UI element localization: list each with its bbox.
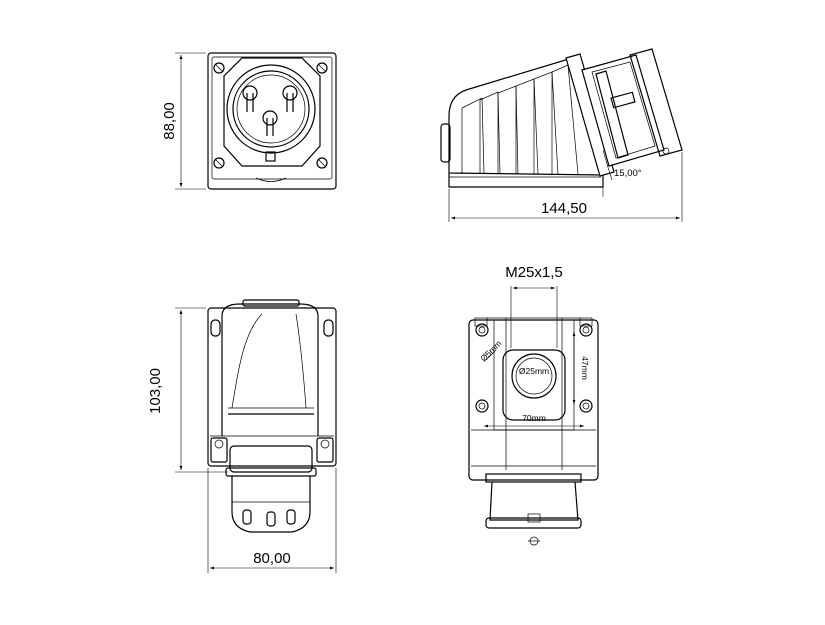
dim-cable-diameter: Ø25mm — [519, 366, 549, 376]
dim-angle: 15,00° — [614, 168, 642, 179]
dim-thread: M25x1,5 — [505, 264, 563, 281]
dim-length-side: 144,50 — [541, 200, 587, 217]
corner-hole — [579, 399, 593, 413]
lower-side-view: 103,00 80,00 — [147, 299, 337, 573]
pin — [242, 85, 258, 112]
corner-screw — [316, 62, 328, 74]
pin — [262, 110, 278, 136]
dim-hole-diameter: Ø5mm — [478, 338, 503, 363]
side-view: 15,00° 144,50 — [440, 48, 683, 222]
corner-hole — [579, 323, 593, 337]
corner-hole — [475, 323, 489, 337]
rear-view: Ø25mm Ø5mm 47mm 70mm M25x1,5 — [468, 264, 599, 546]
dim-horizontal-spacing: 70mm — [522, 413, 546, 423]
front-view: 88,00 — [161, 52, 337, 190]
dim-height-lower: 103,00 — [147, 368, 164, 414]
corner-hole — [475, 399, 489, 413]
corner-screw — [316, 157, 328, 169]
dim-height-front: 88,00 — [161, 102, 178, 140]
dim-width-lower: 80,00 — [253, 550, 291, 567]
corner-screw — [213, 62, 225, 74]
dim-vertical-spacing: 47mm — [580, 356, 590, 380]
corner-screw — [213, 157, 225, 169]
pin — [282, 85, 298, 112]
